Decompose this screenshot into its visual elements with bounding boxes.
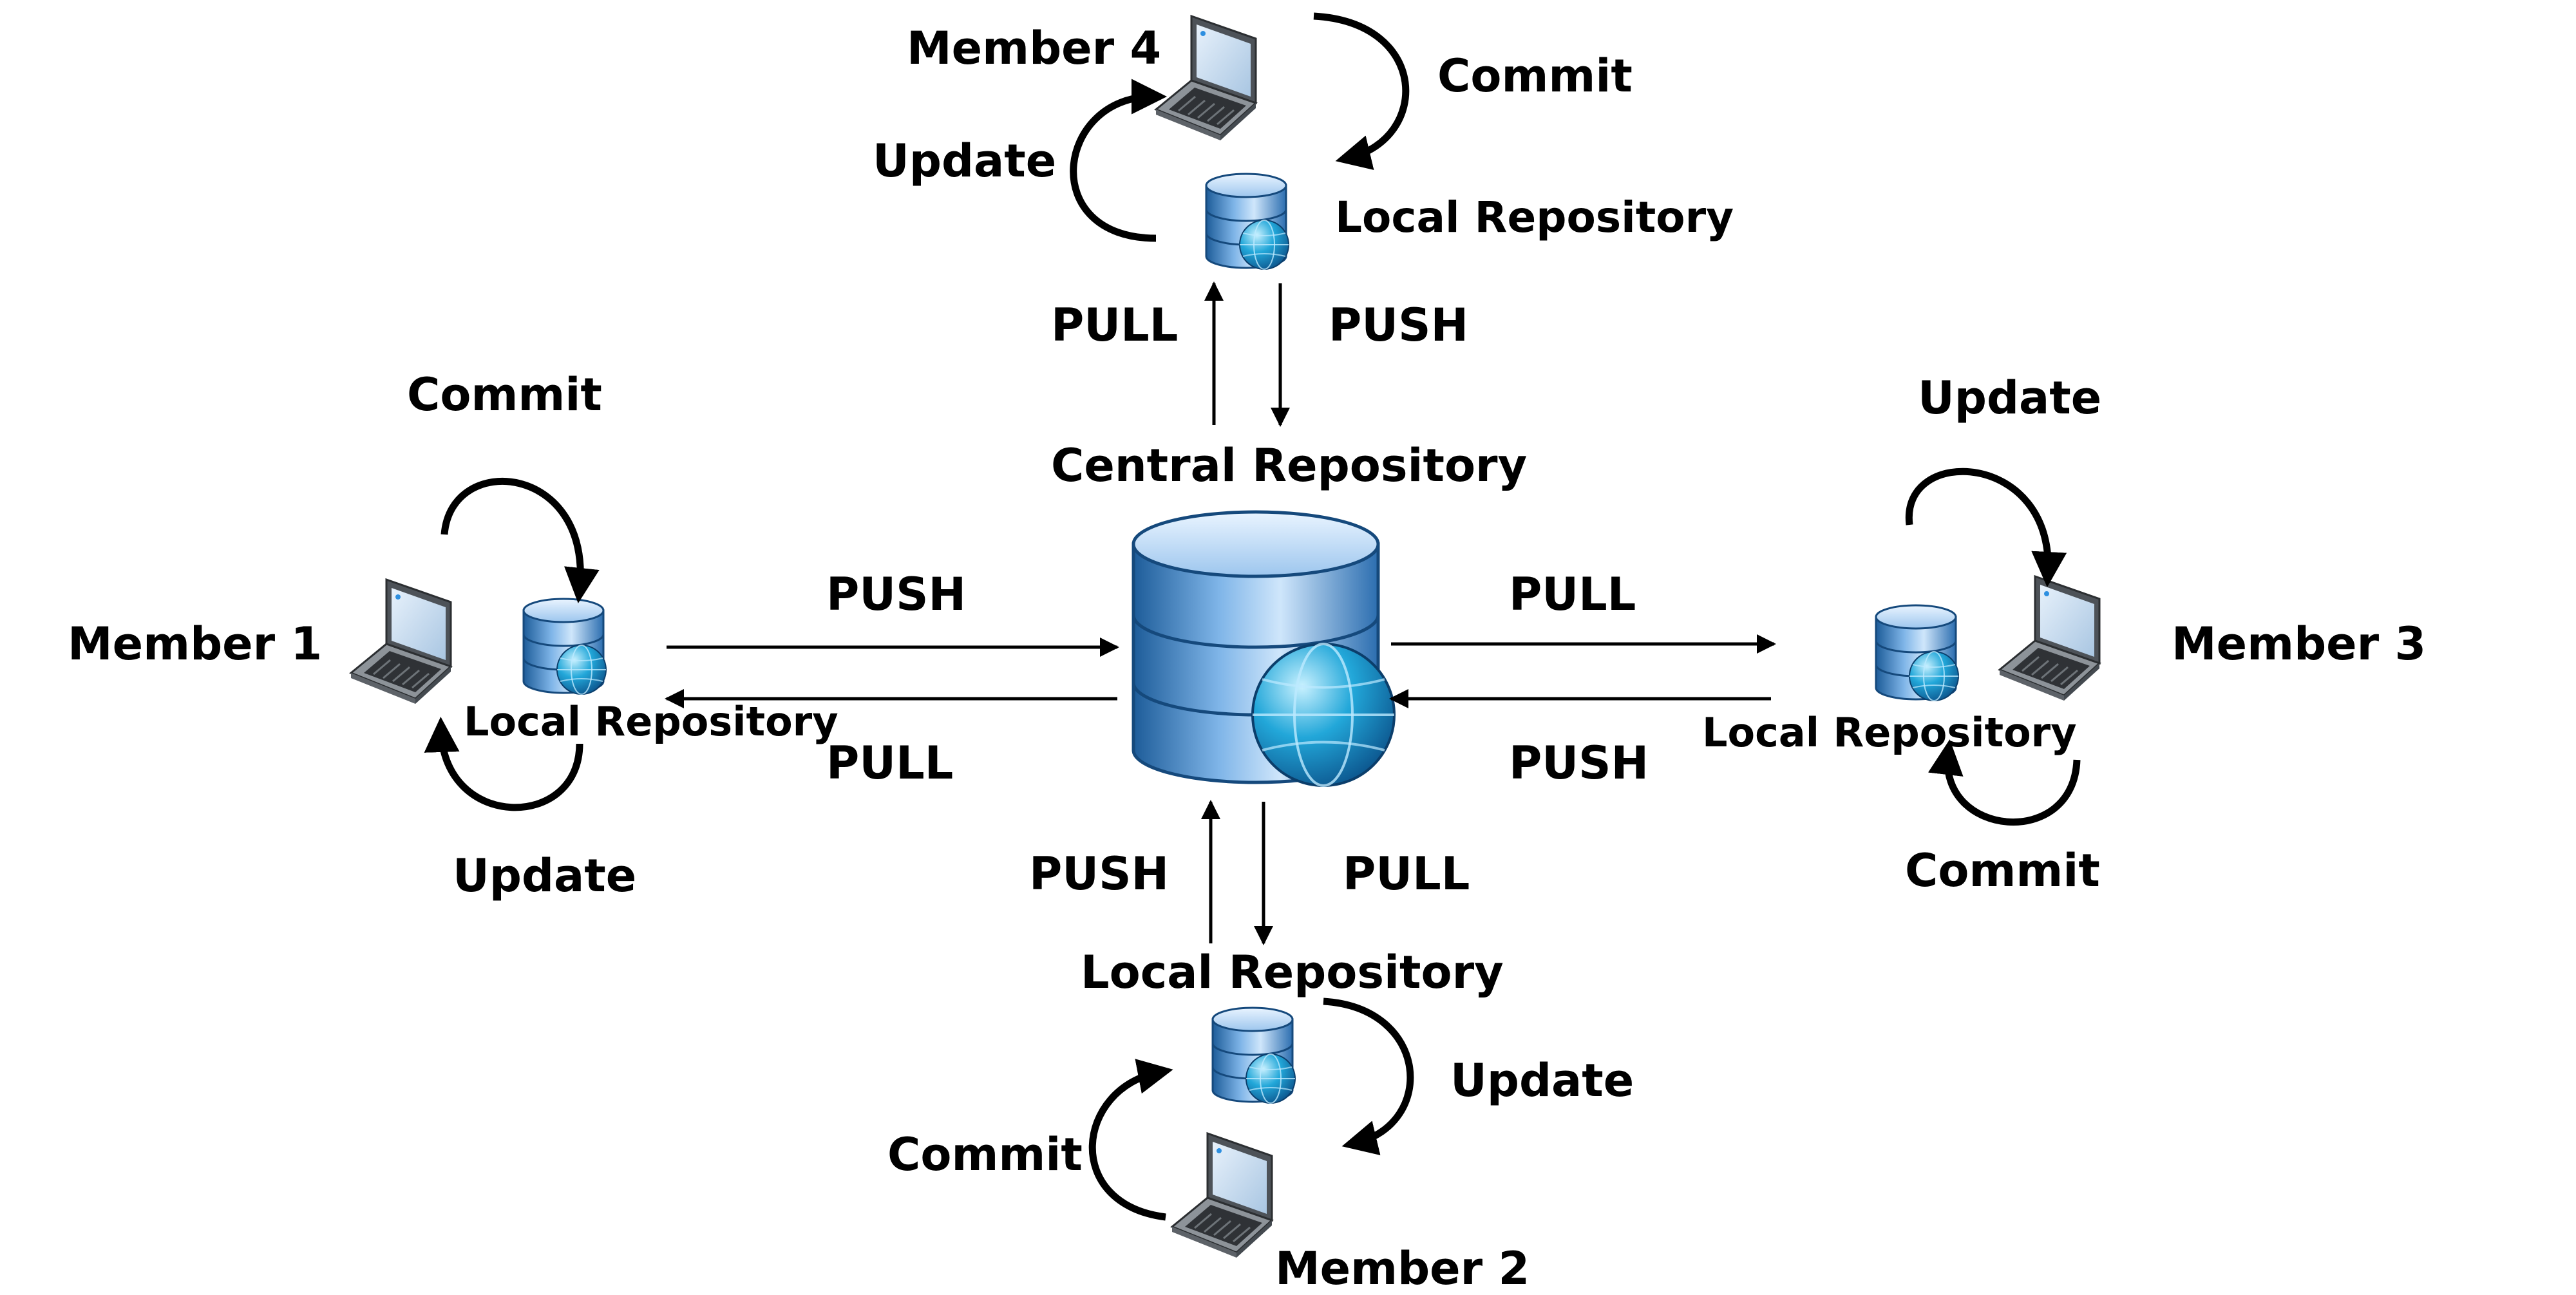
member-3-group (1389, 468, 2101, 826)
laptop-icon (1171, 1132, 1273, 1259)
member-1-local-repository-label: Local Repository (464, 698, 838, 745)
member-2-push-label: PUSH (1029, 847, 1170, 900)
member-3-update-label: Update (1918, 372, 2102, 424)
member-4-update-label: Update (873, 135, 1057, 187)
database-globe-icon (522, 598, 607, 695)
member-4-push-label: PUSH (1329, 299, 1469, 352)
member-2-commit-label: Commit (887, 1128, 1083, 1181)
member-4-name: Member 4 (907, 22, 1162, 75)
member-1-commit-label: Commit (407, 368, 602, 421)
laptop-icon (1155, 15, 1257, 142)
member-2-group (1088, 800, 1414, 1259)
database-globe-icon (1875, 604, 1960, 702)
update-arrow (1905, 468, 2067, 587)
member-2-name: Member 2 (1275, 1242, 1530, 1295)
member-4-group (1070, 12, 1410, 427)
member-3-local-repository-label: Local Repository (1702, 709, 2077, 756)
member-2-update-label: Update (1450, 1054, 1634, 1107)
member-4-local-repository-label: Local Repository (1335, 193, 1734, 242)
laptop-icon (350, 578, 452, 705)
member-2-local-repository-label: Local Repository (1081, 946, 1504, 999)
member-3-pull-label: PULL (1509, 568, 1636, 621)
central-repository-label: Central Repository (1051, 439, 1528, 492)
laptop-icon (1998, 575, 2101, 702)
update-arrow (1323, 997, 1414, 1155)
commit-arrow (1313, 12, 1410, 170)
member-1-update-label: Update (453, 849, 637, 902)
member-3-name: Member 3 (2172, 618, 2427, 670)
member-4-pull-label: PULL (1051, 299, 1179, 352)
database-globe-icon (1205, 173, 1290, 270)
member-3-push-label: PUSH (1509, 737, 1649, 789)
member-3-commit-label: Commit (1905, 844, 2100, 897)
database-globe-icon (1211, 1007, 1296, 1104)
member-1-push-label: PUSH (826, 568, 967, 621)
commit-arrow (440, 477, 600, 603)
commit-arrow (1927, 739, 2081, 826)
central-repository (1132, 510, 1396, 787)
member-4-commit-label: Commit (1437, 50, 1633, 102)
update-arrow (424, 717, 583, 811)
member-1-pull-label: PULL (826, 737, 954, 789)
update-arrow (1070, 79, 1167, 242)
member-1-name: Member 1 (68, 618, 323, 670)
member-2-pull-label: PULL (1343, 847, 1470, 900)
member-1-group (350, 477, 1119, 811)
commit-arrow (1088, 1059, 1173, 1221)
central-database-globe-icon (1132, 510, 1396, 787)
